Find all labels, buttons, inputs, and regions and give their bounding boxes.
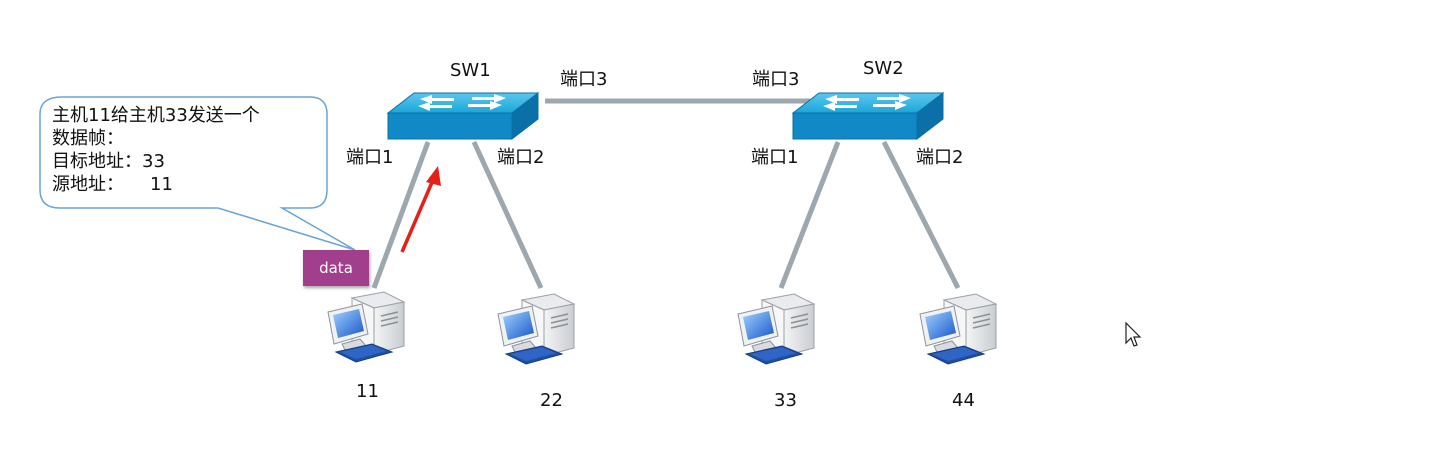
computer-icon-host33 <box>737 293 815 365</box>
link-sw1-host11 <box>371 141 431 289</box>
host-label-22: 22 <box>540 390 563 411</box>
computer-icon-host22 <box>497 293 575 365</box>
data-frame-label: data <box>319 259 353 277</box>
callout-text: 主机11给主机33发送一个 数据帧： 目标地址：33 源地址： 11 <box>52 104 322 196</box>
sw1-port3-label: 端口3 <box>560 69 608 90</box>
callout-bubble <box>39 96 356 251</box>
link-sw2-host33 <box>778 141 841 289</box>
computer-icon-host11 <box>327 291 405 363</box>
host-label-11: 11 <box>356 381 379 402</box>
switch-label-sw1: SW1 <box>450 60 491 81</box>
link-sw2-host44 <box>881 140 961 290</box>
switch-label-sw2: SW2 <box>863 58 904 79</box>
callout-line-3: 目标地址：33 <box>52 151 165 172</box>
sw1-port1-label: 端口1 <box>346 147 394 168</box>
computer-icon-host44 <box>919 293 997 365</box>
callout-line-4: 源地址： 11 <box>52 173 322 196</box>
data-frame-box: data <box>303 250 369 286</box>
sw2-port2-label: 端口2 <box>916 147 964 168</box>
link-sw1-host22 <box>471 140 544 290</box>
callout-line-1: 主机11给主机33发送一个 <box>52 105 260 126</box>
source-address-value: 11 <box>150 174 173 195</box>
source-address-label: 源地址： <box>52 174 124 195</box>
callout-line-2: 数据帧： <box>52 128 124 149</box>
sw2-port3-label: 端口3 <box>752 69 800 90</box>
frame-direction-arrow <box>400 166 441 253</box>
mouse-pointer-icon <box>1125 321 1142 347</box>
sw1-port2-label: 端口2 <box>497 147 545 168</box>
host-label-33: 33 <box>774 390 797 411</box>
switch-icon-sw2 <box>792 92 944 140</box>
host-label-44: 44 <box>952 390 975 411</box>
sw2-port1-label: 端口1 <box>751 147 799 168</box>
switch-icon-sw1 <box>387 92 539 140</box>
